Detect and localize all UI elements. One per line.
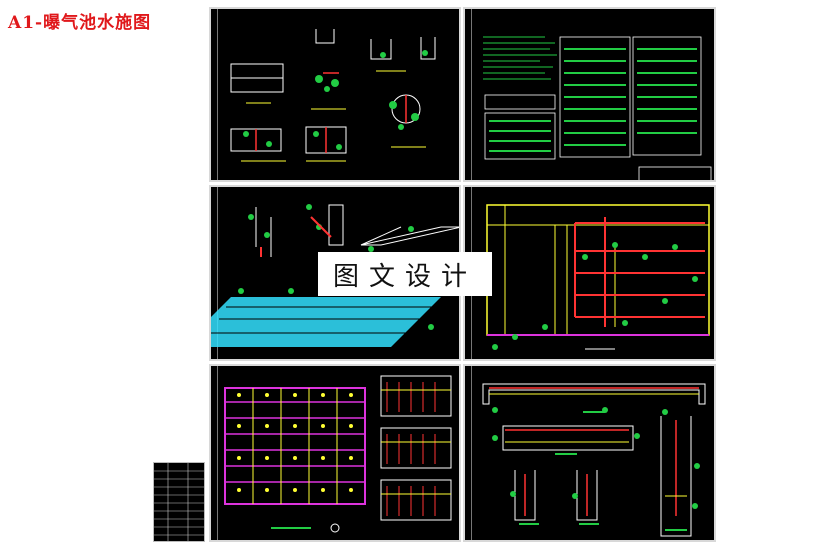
title-strip bbox=[211, 366, 218, 540]
title-strip bbox=[465, 366, 472, 540]
sheet-bottom-right[interactable] bbox=[463, 364, 716, 542]
notes-and-material-tables bbox=[483, 36, 712, 180]
sheet-bottom-left[interactable] bbox=[209, 364, 461, 542]
isometric-pipe-layout bbox=[211, 204, 459, 347]
title-strip bbox=[465, 9, 472, 180]
detail-drawings bbox=[230, 29, 436, 162]
diffuser-grid-plan bbox=[224, 375, 452, 533]
aeration-tank-plan bbox=[486, 204, 710, 350]
title-strip bbox=[211, 9, 218, 180]
title-strip bbox=[211, 187, 218, 359]
watermark: 图文设计 bbox=[318, 252, 492, 296]
sections bbox=[482, 383, 706, 537]
legend-table bbox=[153, 462, 205, 542]
page-title: A1-曝气池水施图 bbox=[8, 13, 152, 33]
sheet-mid-right[interactable] bbox=[463, 185, 716, 361]
sheet-top-left[interactable] bbox=[209, 7, 461, 182]
sheet-top-right[interactable] bbox=[463, 7, 716, 182]
